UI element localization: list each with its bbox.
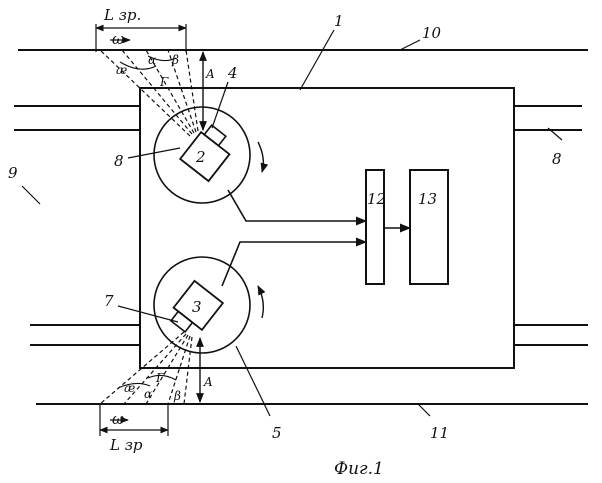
label-velocity-bottom: ω <box>112 410 124 428</box>
label-rail-bottom: 11 <box>430 424 449 442</box>
left-strips <box>14 106 140 345</box>
camera-2 <box>180 123 237 181</box>
label-kappa-top: æ <box>116 63 127 77</box>
label-velocity-top: ω <box>112 30 124 48</box>
rotation-arrow-top <box>258 142 263 172</box>
label-alpha-bottom: α <box>144 387 152 401</box>
label-lens-bottom: 7 <box>104 292 114 310</box>
label-camera-bottom: 3 <box>192 298 202 316</box>
label-alpha-top: α <box>148 53 156 67</box>
label-block-12: 12 <box>367 190 386 208</box>
block-12 <box>366 170 384 284</box>
label-distance-top: A <box>205 67 215 81</box>
cable-bottom <box>222 242 366 286</box>
label-rail-top: 10 <box>422 24 442 42</box>
label-rotor-bottom: 5 <box>272 424 282 442</box>
label-length-top: L зр. <box>103 6 141 24</box>
block-13 <box>410 170 448 284</box>
label-gamma-bottom: Γ <box>155 371 165 385</box>
label-beta-top: β <box>171 53 179 67</box>
figure-caption: Фиг.1 <box>334 459 384 479</box>
label-beta-bottom: β <box>173 389 181 403</box>
label-kappa-bottom: æ <box>124 381 135 395</box>
label-housing: 1 <box>334 12 344 30</box>
rotor-bottom <box>154 257 250 353</box>
cable-top <box>228 190 366 221</box>
right-strips <box>514 106 588 345</box>
label-block-13: 13 <box>418 190 437 208</box>
label-rotor-top: 4 <box>227 64 238 82</box>
label-length-bottom: L зр <box>109 436 143 454</box>
label-strip-right: 8 <box>552 150 562 168</box>
label-gamma-top: Γ <box>159 75 169 89</box>
label-distance-bottom: A <box>203 375 213 389</box>
label-material: 9 <box>8 164 18 182</box>
label-camera-top: 2 <box>195 148 206 166</box>
label-lens-top: 8 <box>114 152 124 170</box>
rotation-arrow-bottom <box>258 286 263 318</box>
